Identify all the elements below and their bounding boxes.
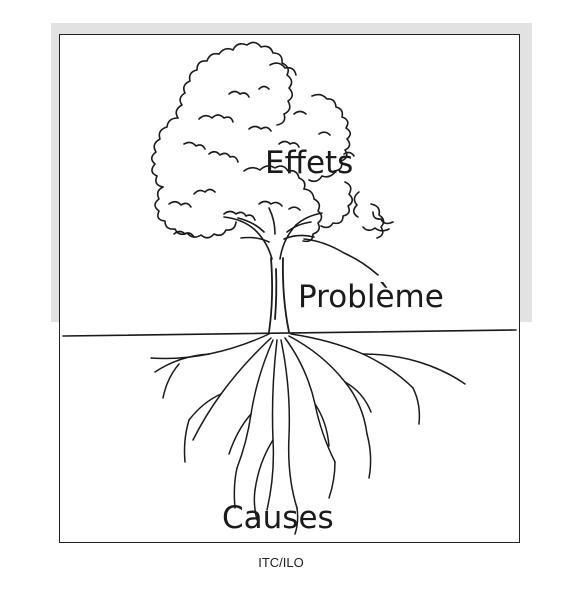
tree-canopy [150,41,394,243]
problem-label: Problème [298,279,444,315]
tree-roots [150,333,466,535]
tree-trunk [268,257,290,333]
tree-branches [223,207,379,276]
source-credit: ITC/ILO [258,555,304,570]
problem-tree-illustration [62,41,517,535]
effects-label: Effets [265,145,354,181]
causes-label: Causes [222,500,334,536]
ground-line [62,329,517,337]
